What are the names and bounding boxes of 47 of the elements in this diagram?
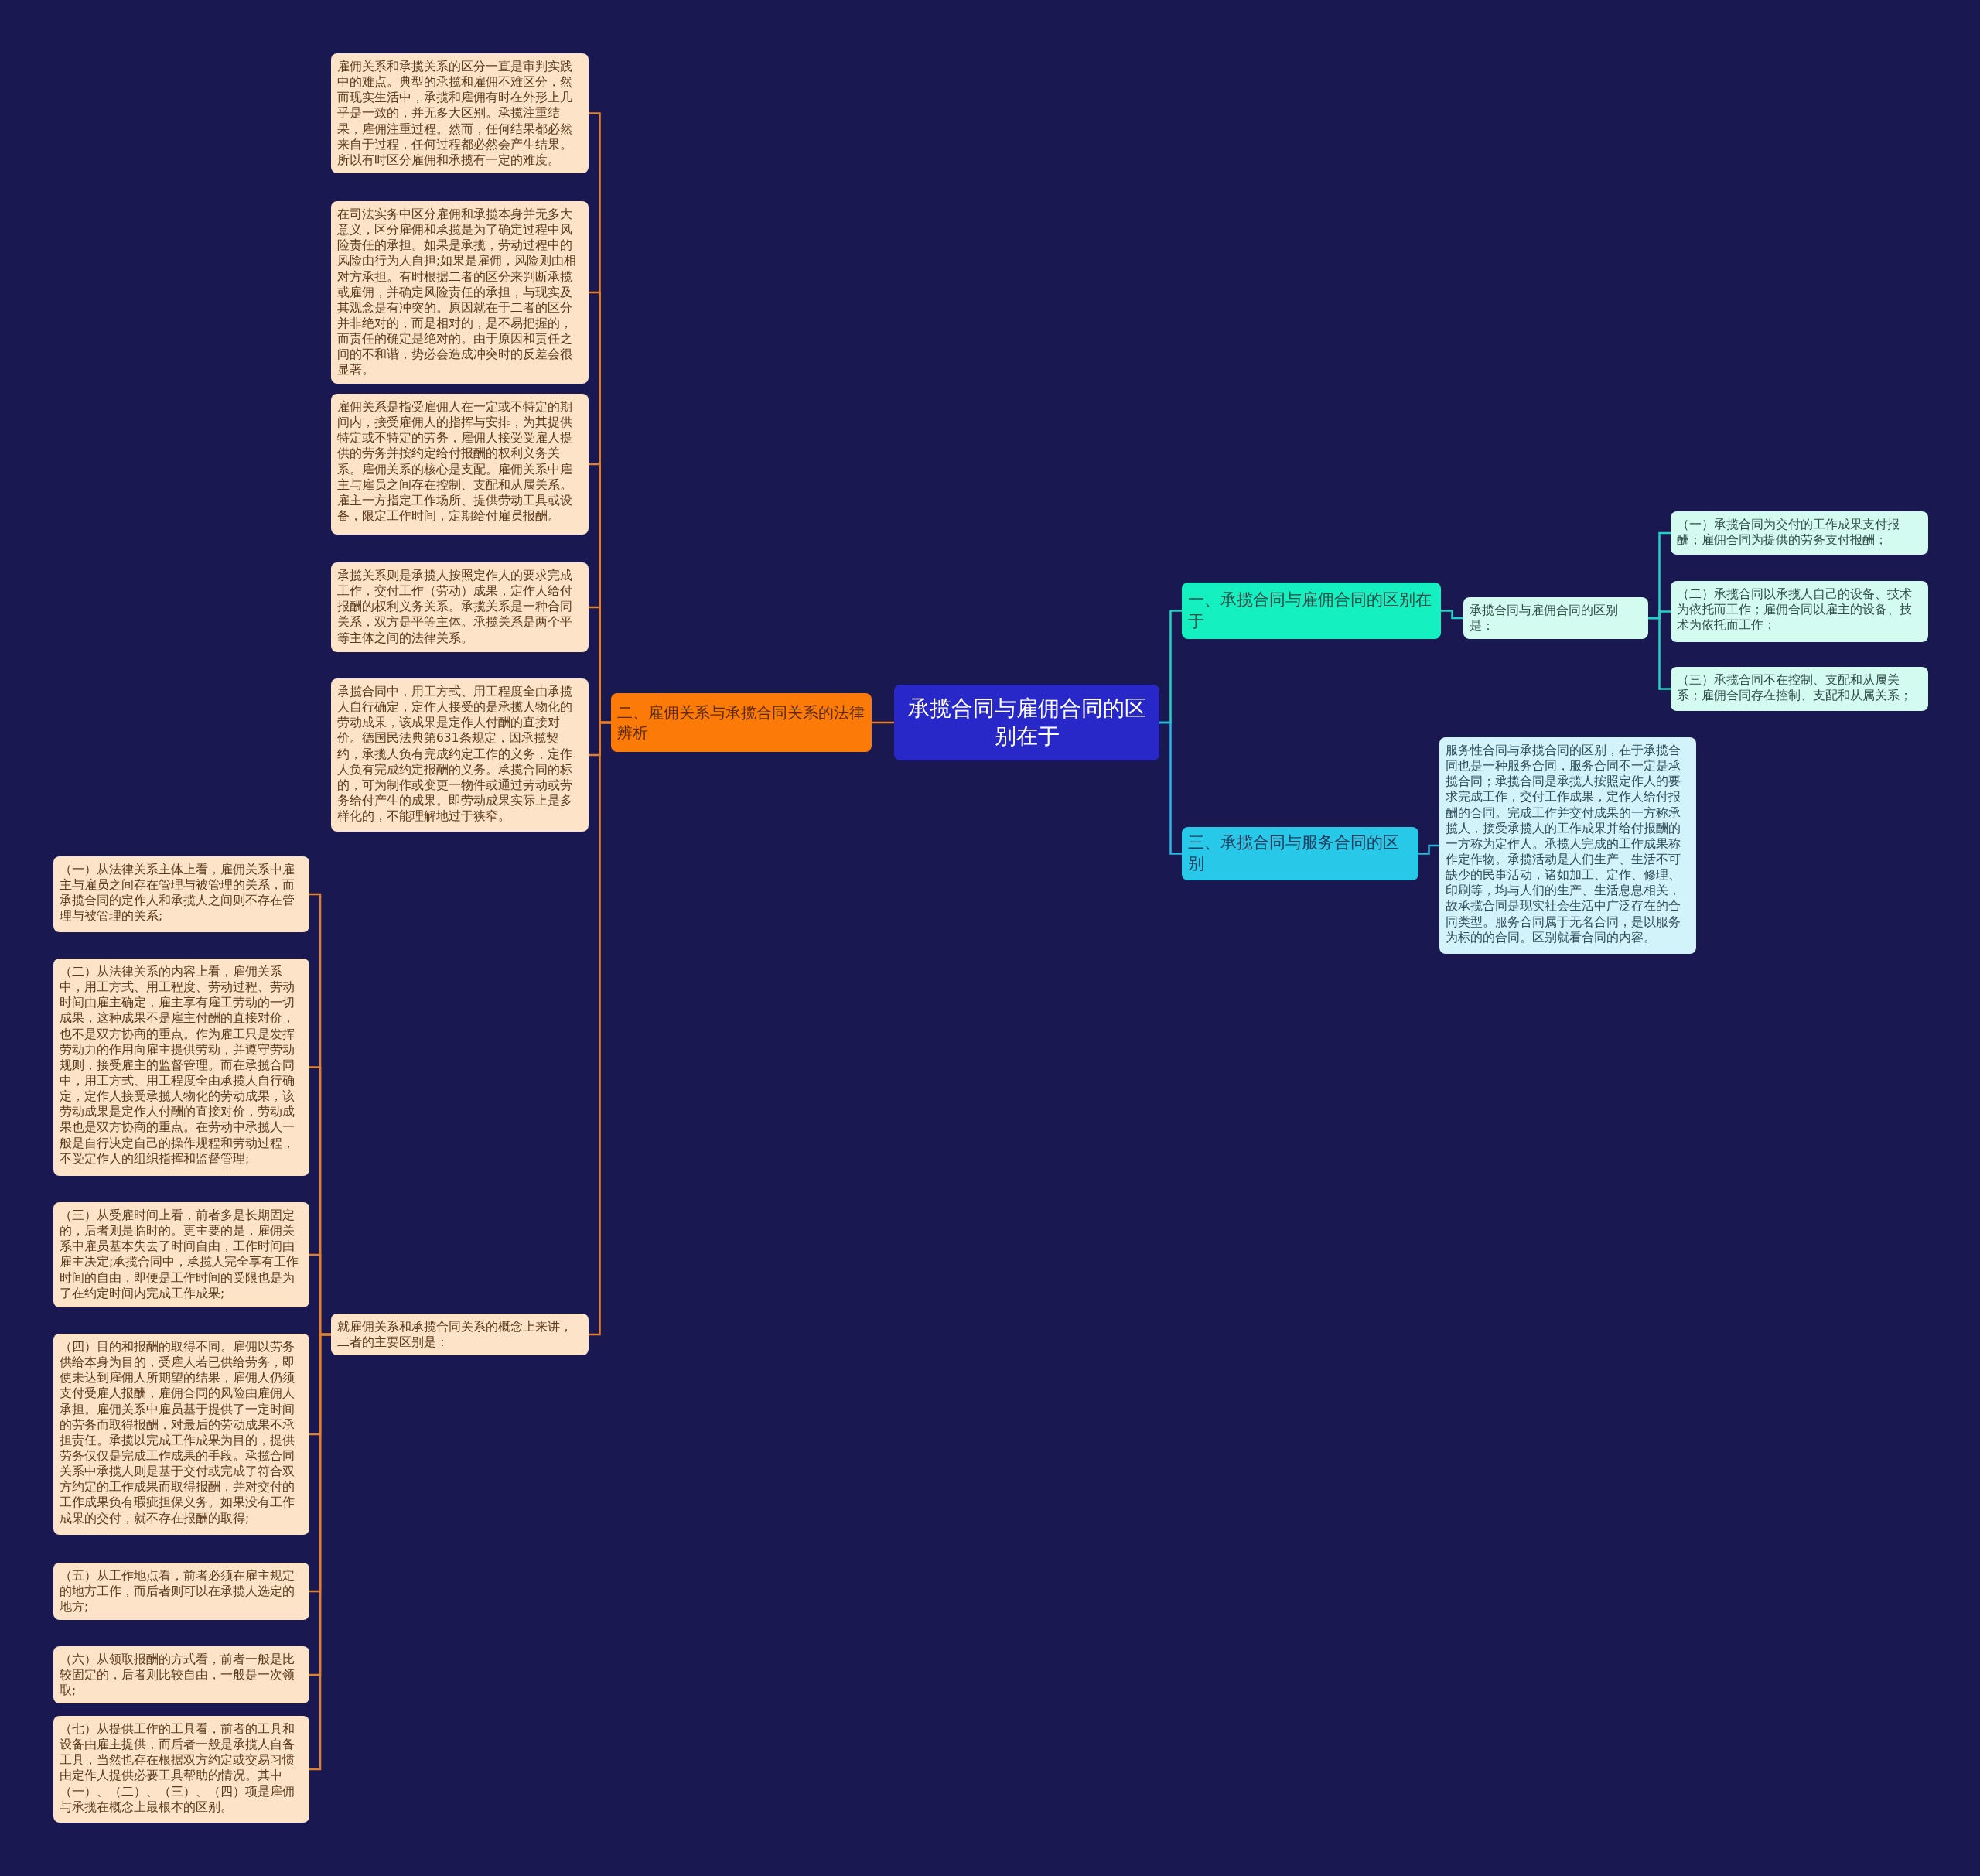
- branch-topic-box: [1182, 583, 1441, 639]
- node-text: （一）从法律关系主体上看，雇佣关系中雇主与雇员之间存在管理与被管理的关系，而承揽合同的定作人和承揽人之间则不存在管理与被管理的关系;: [60, 862, 295, 924]
- node-text: 雇佣关系是指受雇佣人在一定或不特定的期间内，接受雇佣人的指挥与安排，为其提供特定或不特定的劳务，雇佣人接受受雇人提供的劳务并按约定给付报酬的权利义务关系。雇佣关系的核心是支配。雇佣关系中雇主与雇员之间存在控制、支配和从属关系。雇主一方指定工作场所、提供劳动工具或设备，限定工作时间，定期给付雇员报酬。: [337, 399, 573, 525]
- note-box: [331, 678, 589, 832]
- connector-line: [1418, 844, 1439, 855]
- note-box: [53, 856, 309, 932]
- node-text: 雇佣关系和承揽关系的区分一直是审判实践中的难点。典型的承揽和雇佣不难区分，然而现实生活中，承揽和雇佣有时在外形上几乎是一致的，并无多大区别。承揽注重结果，雇佣注重过程。然而，任何结果都必然来自于过程，任何过程都必然会产生结果。所以有时区分雇佣和承揽有一定的难度。: [337, 59, 573, 168]
- note-box: [53, 1716, 309, 1823]
- note-box: [53, 1202, 309, 1307]
- node-text: 承揽合同中，用工方式、用工程度全由承揽人自行确定，定作人接受的是承揽人物化的劳动成果，该成果是定作人付酬的直接对价。德国民法典第631条规定，因承揽契约，承揽人负有完成约定工作的义务，定作人负有完成约定报酬的义务。承揽合同的标的，可为制作或变更一物件或通过劳动或劳务给付产生的成果。即劳动成果实际上是多样化的，不能理解地过于狭窄。: [337, 684, 573, 825]
- connector-line: [589, 721, 611, 1336]
- note-box: [331, 1314, 589, 1356]
- node-text: 承揽合同与雇佣合同的区别是：: [1470, 603, 1619, 634]
- node-text: 承揽合同与雇佣合同的区别在于: [906, 694, 1147, 750]
- node-text: 就雇佣关系和承揽合同关系的概念上来讲，二者的主要区别是：: [337, 1319, 573, 1351]
- node-text: （二）承揽合同以承揽人自己的设备、技术为依托而工作；雇佣合同以雇主的设备、技术为依托而工作；: [1677, 586, 1913, 634]
- node-text: 二、雇佣关系与承揽合同关系的法律辨析: [617, 702, 865, 743]
- central-topic-box: [894, 685, 1159, 760]
- connector-line: [309, 1333, 331, 1771]
- node-text: （三）从受雇时间上看，前者多是长期固定的，后者则是临时的。更主要的是，雇佣关系中雇员基本失去了时间自由，工作时间由雇主决定;承揽合同中，承揽人完全享有工作时间的自由，即便是工作时间的受限也是为了在约定时间内完成工作成果;: [60, 1208, 300, 1301]
- connector-line: [1159, 721, 1182, 855]
- note-box: [53, 1646, 309, 1704]
- branch-topic-box: [611, 693, 872, 752]
- node-text: （一）承揽合同为交付的工作成果支付报酬；雇佣合同为提供的劳务支付报酬；: [1677, 517, 1900, 548]
- node-text: 三、承揽合同与服务合同的区别: [1188, 832, 1400, 875]
- note-box: [331, 562, 589, 652]
- node-text: （六）从领取报酬的方式看，前者一般是比较固定的，后者则比较自由，一般是一次领取;: [60, 1652, 295, 1699]
- node-text: （七）从提供工作的工具看，前者的工具和设备由雇主提供，而后者一般是承揽人自备工具，当然也存在根据双方约定或交易习惯由定作人提供必要工具帮助的情况。其中（一）、（二）、（三）、（四）项是雇佣与承揽在概念上最根本的区别。: [60, 1721, 295, 1815]
- note-box: [331, 53, 589, 173]
- note-box: [53, 1563, 309, 1621]
- subtopic-box: [1463, 597, 1648, 640]
- subtopic-box: [1671, 581, 1928, 642]
- node-text: 在司法实务中区分雇佣和承揽本身并无多大意义，区分雇佣和承揽是为了确定过程中风险责任的承担。如果是承揽，劳动过程中的风险由行为人自担;如果是雇佣，风险则由相对方承担。有时根据二者的区分来判断承揽或雇佣，并确定风险责任的承担，与现实及其观念是有冲突的。原因就在于二者的区分并非绝对的，而是相对的，是不易把握的，而责任的确定是绝对的。由于原因和责任之间的不和谐，势必会造成冲突时的反差会很显著。: [337, 207, 578, 378]
- subtopic-box: [1671, 667, 1928, 711]
- subtopic-box: [1671, 511, 1928, 555]
- node-text: （五）从工作地点看，前者必须在雇主规定的地方工作，而后者则可以在承揽人选定的地方;: [60, 1568, 295, 1615]
- node-text: （三）承揽合同不在控制、支配和从属关系；雇佣合同存在控制、支配和从属关系；: [1677, 672, 1913, 704]
- node-text: （二）从法律关系的内容上看，雇佣关系中，用工方式、用工程度、劳动过程、劳动时间由雇主确定，雇主享有雇工劳动的一切成果，这种成果不是雇主付酬的直接对价，也不是双方协商的重点。作为雇工只是发挥劳动力的作用向雇主提供劳动，并遵守劳动规则，接受雇主的监督管理。而在承揽合同中，用工方式、用工程度全由承揽人自行确定，定作人接受承揽人物化的劳动成果，该劳动成果是定作人付酬的直接对价，劳动成果也是双方协商的重点。在劳动中承揽人一般是自行决定自己的操作规程和劳动过程，不受定作人的组织指挥和监督管理;: [60, 964, 295, 1167]
- connector-line: [1441, 610, 1463, 620]
- connector-line: [872, 721, 894, 724]
- connector-line: [1648, 617, 1671, 690]
- branch-topic-box: [1182, 827, 1418, 880]
- node-text: 一、承揽合同与雇佣合同的区别在于: [1188, 589, 1432, 632]
- note-box: [331, 394, 589, 535]
- node-text: 服务性合同与承揽合同的区别，在于承揽合同也是一种服务合同，服务合同不一定是承揽合同；承揽合同是承揽人按照定作人的要求完成工作，交付工作成果，定作人给付报酬的合同。完成工作并交付成果的一方称承揽人，接受承揽人的工作成果并给付报酬的一方称为定作人。承揽人完成的工作成果称作定作物。承揽活动是人们生产、生活不可缺少的民事活动，诸如加工、定作、修理、印刷等，均与人们的生产、生活息息相关，故承揽合同是现实社会生活中广泛存在的合同类型。服务合同属于无名合同，是以服务为标的的合同。区别就看合同的内容。: [1446, 743, 1681, 945]
- node-text: 承揽关系则是承揽人按照定作人的要求完成工作，交付工作（劳动）成果，定作人给付报酬的权利义务关系。承揽关系是一种合同关系，双方是平等主体。承揽关系是两个平等主体之间的法律关系。: [337, 568, 573, 646]
- node-text: （四）目的和报酬的取得不同。雇佣以劳务供给本身为目的，受雇人若已供给劳务，即使未达到雇佣人所期望的结果，雇佣人仍须支付受雇人报酬，雇佣合同的风险由雇佣人承担。雇佣关系中雇员基于提供了一定时间的劳务而取得报酬，对最后的劳动成果不承担责任。承揽以完成工作成果为目的，提供劳务仅仅是完成工作成果的手段。承揽合同关系中承揽人则是基于交付或完成了符合双方约定的工作成果而取得报酬，并对交付的工作成果负有瑕疵担保义务。如果没有工作成果的交付，就不存在报酬的取得;: [60, 1339, 295, 1526]
